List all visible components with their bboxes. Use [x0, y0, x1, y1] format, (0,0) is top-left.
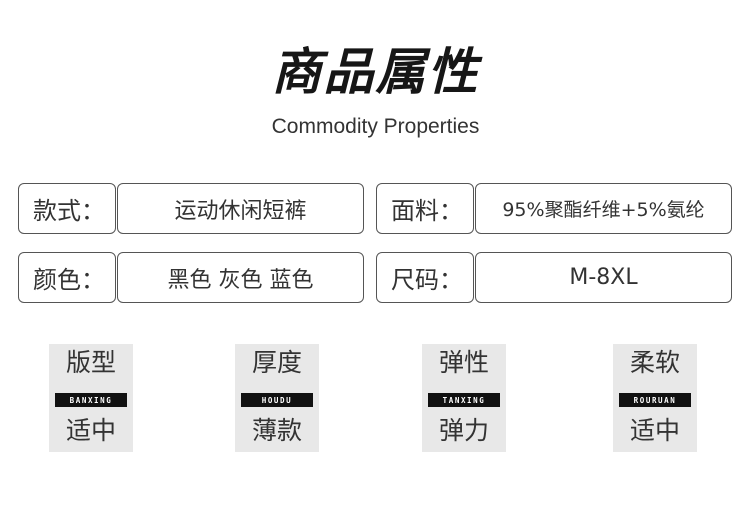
style-label: 款式：	[18, 183, 116, 234]
thickness-name: 厚度	[251, 348, 302, 377]
style-value: 运动休闲短裤	[117, 183, 364, 234]
fit-value: 适中	[65, 416, 116, 445]
thickness-value: 薄款	[251, 416, 302, 445]
softness-value: 适中	[629, 416, 680, 445]
color-label: 颜色：	[18, 252, 116, 303]
fit-card: 版型 BANXING 适中	[49, 344, 133, 452]
elasticity-name: 弹性	[438, 348, 489, 377]
fit-name: 版型	[65, 348, 116, 377]
elasticity-tag: TANXING	[428, 393, 500, 407]
softness-name: 柔软	[629, 348, 680, 377]
page-title: 商品属性	[271, 43, 480, 101]
color-value: 黑色 灰色 蓝色	[117, 252, 364, 303]
fabric-label: 面料：	[376, 183, 474, 234]
size-value: M-8XL	[475, 252, 732, 303]
size-label: 尺码：	[376, 252, 474, 303]
softness-tag: ROURUAN	[619, 393, 691, 407]
fabric-value: 95%聚酯纤维+5%氨纶	[475, 183, 732, 234]
elasticity-card: 弹性 TANXING 弹力	[422, 344, 506, 452]
thickness-card: 厚度 HOUDU 薄款	[235, 344, 319, 452]
elasticity-value: 弹力	[438, 416, 489, 445]
page-subtitle: Commodity Properties	[271, 115, 480, 138]
softness-card: 柔软 ROURUAN 适中	[613, 344, 697, 452]
thickness-tag: HOUDU	[241, 393, 313, 407]
fit-tag: BANXING	[55, 393, 127, 407]
